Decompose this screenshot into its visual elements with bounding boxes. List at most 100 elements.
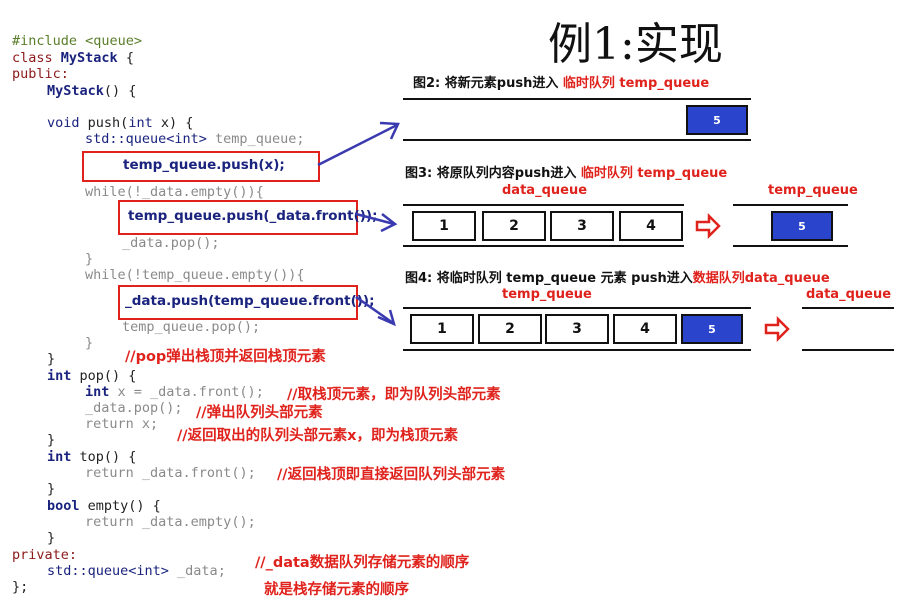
fig3-right-queue-top — [733, 204, 848, 206]
fig2-cell: 5 — [686, 105, 748, 135]
fig3-right-queue-bottom — [733, 245, 848, 247]
fig4-right-queue-bottom — [802, 349, 894, 351]
code-line: std::queue<int> temp_queue; — [85, 131, 304, 147]
code-text: top() { — [71, 449, 137, 465]
code-type: std::queue<int> — [47, 563, 169, 579]
code-line: std::queue<int> _data; — [47, 563, 226, 579]
code-line: private: — [12, 547, 78, 563]
code-push-data-front: temp_queue.push(_data.front()); — [128, 208, 378, 224]
fig3-caption-text: 图3: 将原队列内容push进入 — [405, 166, 577, 181]
arrow-fig2 — [317, 123, 398, 167]
fig4-left-label: temp_queue — [502, 287, 592, 302]
code-line: return x; — [85, 416, 158, 432]
highlight-box-push-data-front — [118, 200, 358, 235]
fig3-right-cell: 5 — [771, 211, 833, 241]
comment-front: //取栈顶元素，即为队列头部元素 — [287, 387, 501, 403]
code-text: _data.front(); — [133, 465, 256, 481]
fig3-left-queue-top — [403, 204, 684, 206]
fig2-caption-highlight: 临时队列 temp_queue — [562, 76, 710, 91]
fig4-left-queue-top — [403, 307, 751, 309]
code-keyword: class — [12, 50, 53, 66]
code-line: _data.pop(); — [122, 235, 220, 251]
fig2-caption-text: 图2: 将新元素push进入 — [413, 76, 559, 91]
code-keyword: return — [85, 416, 134, 432]
fig4-left-cell: 2 — [478, 314, 542, 344]
transfer-arrow-fig3 — [695, 212, 721, 240]
fig4-left-cell: 4 — [613, 314, 677, 344]
highlight-box-push-x — [82, 151, 320, 182]
code-line: void push(int x) { — [47, 115, 193, 131]
transfer-arrow-fig4 — [764, 315, 790, 343]
code-text: _data; — [168, 563, 226, 579]
code-line: MyStack() { — [47, 83, 136, 99]
code-keyword: int — [85, 384, 110, 400]
code-keyword: return — [85, 465, 134, 481]
code-push-x: temp_queue.push(x); — [123, 157, 285, 173]
fig4-caption-text: 图4: 将临时队列 temp_queue 元素 push进入 — [405, 271, 693, 286]
fig2-caption: 图2: 将新元素push进入 临时队列 temp_queue — [413, 72, 709, 91]
code-keyword: int — [47, 449, 72, 465]
code-text: { — [117, 50, 134, 66]
code-type: std::queue<int> — [85, 131, 207, 147]
code-text: x = _data.front(); — [109, 384, 264, 400]
code-line: } — [47, 432, 56, 448]
comment-stack-order: 就是栈存储元素的顺序 — [264, 582, 409, 598]
fig4-caption-highlight: 数据队列data_queue — [692, 271, 830, 286]
fig2-queue-bottom — [403, 139, 751, 141]
fig3-left-cell: 4 — [619, 211, 683, 241]
fig4-right-queue-top — [802, 307, 894, 309]
fig3-caption: 图3: 将原队列内容push进入 临时队列 temp_queue — [405, 162, 727, 181]
fig3-caption-highlight: 临时队列 temp_queue — [580, 166, 728, 181]
code-line: temp_queue.pop(); — [122, 319, 261, 335]
fig4-right-label: data_queue — [806, 287, 892, 302]
comment-pop-head: //弹出队列头部元素 — [196, 405, 323, 421]
code-function-name: MyStack — [47, 83, 104, 99]
arrow-head — [380, 213, 398, 233]
code-line: public: — [12, 66, 69, 82]
code-text: x; — [133, 416, 159, 432]
slide-title: 例1:实现 — [548, 19, 723, 70]
code-keyword: int — [47, 368, 72, 384]
code-line: return _data.empty(); — [85, 514, 256, 530]
fig4-left-cell: 3 — [545, 314, 609, 344]
fig2-queue-top — [403, 98, 751, 100]
comment-pop: //pop弹出栈顶并返回栈顶元素 — [125, 349, 326, 365]
code-line: return _data.front(); — [85, 465, 256, 481]
code-line: while(!_data.empty()){ — [85, 184, 264, 200]
fig4-left-cell: 5 — [681, 314, 743, 344]
code-line: #include <queue> — [12, 33, 143, 49]
fig4-caption: 图4: 将临时队列 temp_queue 元素 push进入数据队列data_q… — [405, 267, 830, 286]
comment-top: //返回栈顶即直接返回队列头部元素 — [277, 467, 506, 483]
arrow-head — [377, 309, 396, 327]
code-push-temp-front: _data.push(temp_queue.front()); — [125, 293, 375, 309]
code-text: temp_queue; — [206, 131, 305, 147]
code-line: } — [85, 335, 94, 351]
code-function-name: push — [87, 115, 121, 131]
code-keyword: int — [128, 115, 153, 131]
highlight-box-push-temp-front — [118, 285, 358, 320]
code-line: bool empty() { — [47, 498, 161, 514]
fig3-right-label: temp_queue — [768, 183, 858, 198]
code-line: class MyStack { — [12, 50, 134, 66]
code-text: ( — [120, 115, 129, 131]
code-keyword: bool — [47, 498, 80, 514]
comment-return-x: //返回取出的队列头部元素x，即为栈顶元素 — [177, 428, 458, 444]
fig3-left-cell: 1 — [412, 211, 476, 241]
code-text: x) { — [152, 115, 194, 131]
code-line: int x = _data.front(); — [85, 384, 264, 400]
code-line: int top() { — [47, 449, 136, 465]
code-line: }; — [12, 579, 29, 595]
fig4-left-cell: 1 — [410, 314, 474, 344]
code-class-name: MyStack — [60, 50, 118, 66]
fig3-left-label: data_queue — [502, 183, 588, 198]
code-line: _data.pop(); — [85, 400, 183, 416]
code-line: } — [47, 351, 56, 367]
code-line: while(!temp_queue.empty()){ — [85, 267, 305, 283]
fig3-left-cell: 3 — [550, 211, 614, 241]
code-line: } — [47, 530, 56, 546]
comment-data-order: //_data数据队列存储元素的顺序 — [255, 555, 470, 571]
code-line: } — [85, 251, 94, 267]
code-line: int pop() { — [47, 368, 136, 384]
code-keyword: return — [85, 514, 134, 530]
fig3-left-queue-bottom — [403, 245, 684, 247]
